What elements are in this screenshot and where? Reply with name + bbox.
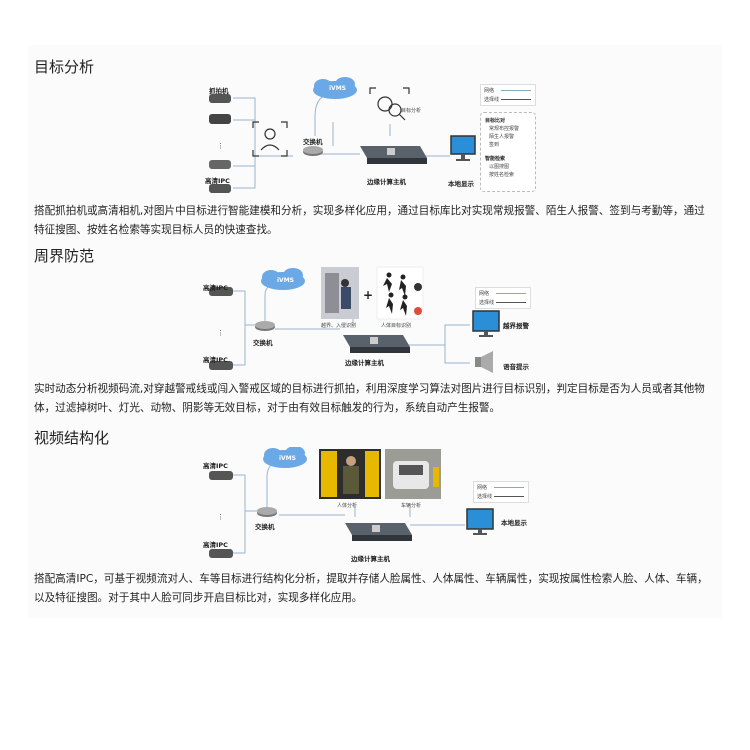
edge-host-icon [360, 146, 427, 164]
label-edge-host: 边缘计算主机 [367, 178, 406, 186]
camera-icon [209, 471, 233, 558]
human-analysis-photo [319, 449, 381, 499]
diagram-lines: ⋮ [209, 77, 476, 193]
label-ipc-top: 高清IPC [203, 284, 228, 292]
group2-item: 以图搜图 [489, 164, 510, 170]
legend-network: 网络 [479, 291, 490, 297]
label-human-analysis: 人体分析 [337, 503, 358, 509]
label-vehicle-analysis: 车辆分析 [401, 503, 422, 509]
label-border-alarm: 越界报警 [503, 322, 529, 330]
diagram-perimeter: ⋮ + [195, 265, 555, 377]
section-description-perimeter: 实时动态分析视频码流,对穿越警戒线或闯入警戒区域的目标进行抓拍，利用深度学习算法… [34, 383, 705, 414]
diagram-video-structuring: ⋮ 高清IPC 高清IPC [195, 446, 555, 569]
cloud-icon [263, 446, 307, 468]
edge-host-icon [343, 335, 410, 353]
diagram-lines: ⋮ + [209, 266, 500, 373]
label-ipc-top: 高清IPC [203, 462, 228, 470]
section-title-perimeter: 周界防范 [34, 247, 95, 265]
svg-text:⋮: ⋮ [217, 513, 224, 521]
monitor-icon [450, 135, 476, 161]
monitor-icon [466, 508, 494, 535]
section-title-video-structuring: 视频结构化 [34, 429, 110, 447]
group1-item: 常规布控报警 [489, 126, 520, 132]
cloud-icon [261, 268, 305, 290]
legend-box: 网络 选择线 [475, 287, 531, 309]
label-local-display: 本地显示 [448, 180, 474, 188]
legend-picture: 选择线 [477, 494, 493, 500]
label-cloud: iVMS [279, 455, 296, 462]
svg-text:⋮: ⋮ [217, 142, 224, 150]
svg-text:⋮: ⋮ [217, 329, 224, 337]
label-target-analysis: 目标分析 [401, 108, 422, 114]
section-description-video-structuring: 搭配高清IPC，可基于视频流对人、车等目标进行结构化分析，提取并存储人脸属性、人… [34, 573, 708, 604]
label-voice-prompt: 语音提示 [503, 363, 529, 371]
section-title-target-analysis: 目标分析 [34, 58, 95, 76]
legend-picture: 选择线 [484, 97, 500, 103]
human-detect-icon [376, 266, 424, 320]
legend-network: 网络 [477, 485, 488, 491]
label-ipc: 高清IPC [205, 177, 230, 185]
label-cloud: iVMS [329, 85, 346, 92]
camera-icon [209, 287, 233, 370]
label-human-detect: 人体目标识别 [381, 323, 412, 329]
switch-icon [303, 146, 323, 156]
label-ipc-bottom: 高清IPC [203, 356, 228, 364]
svg-text:+: + [363, 288, 373, 302]
label-switch: 交换机 [253, 339, 273, 347]
content-panel [28, 45, 722, 618]
monitor-icon [472, 310, 500, 337]
edge-host-icon [345, 523, 412, 541]
switch-icon [257, 507, 277, 517]
face-frame-icon [252, 121, 288, 157]
group2-title: 智能检索 [485, 156, 506, 162]
legend-box: 网络 选择线 [480, 84, 536, 106]
label-switch: 交换机 [255, 523, 275, 531]
label-ipc-bottom: 高清IPC [203, 541, 228, 549]
label-snap-camera: 抓拍机 [209, 87, 229, 95]
intrusion-photo [321, 267, 359, 319]
speaker-icon [475, 351, 493, 373]
label-edge-host: 边缘计算主机 [345, 359, 384, 367]
analysis-icon [369, 87, 410, 121]
label-edge-host: 边缘计算主机 [351, 555, 390, 563]
group1-item: 签到 [489, 142, 500, 148]
label-local-display: 本地显示 [501, 519, 527, 527]
diagram-lines: ⋮ [209, 446, 494, 558]
switch-icon [255, 321, 275, 331]
group1-item: 陌生人报警 [489, 134, 515, 140]
cloud-icon [313, 77, 357, 99]
group1-title: 目标比对 [485, 118, 506, 124]
section-description-target-analysis: 搭配抓拍机或高清相机,对图片中目标进行智能建模和分析，实现多样化应用，通过目标库… [34, 205, 705, 236]
legend-picture: 选择线 [479, 300, 495, 306]
legend-box: 网络 选择线 [473, 481, 529, 503]
feature-list: 目标比对 常规布控报警 陌生人报警 签到 智能检索 以图搜图 按姓名检索 [480, 112, 536, 192]
diagram-target-analysis: ⋮ 抓拍机 [195, 76, 555, 200]
group2-item: 按姓名检索 [489, 172, 515, 178]
label-switch: 交换机 [303, 138, 323, 146]
camera-icon [209, 94, 231, 193]
label-intrusion: 越界、入侵识别 [321, 323, 357, 329]
label-cloud: iVMS [277, 277, 294, 284]
vehicle-analysis-photo [385, 449, 441, 499]
legend-network: 网络 [484, 88, 495, 94]
